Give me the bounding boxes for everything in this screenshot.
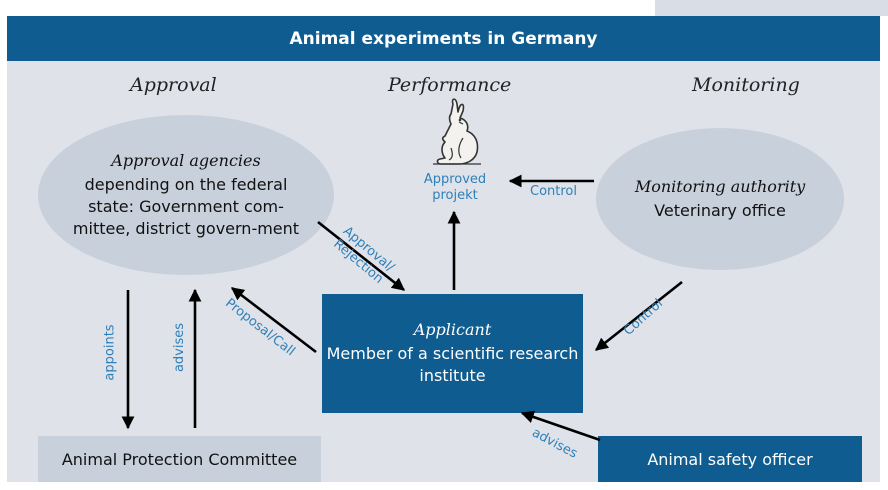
column-heading-approval: Approval (130, 74, 217, 96)
edge-label-appoints: appoints (102, 324, 118, 381)
approval-agencies-node: Approval agencies depending on the feder… (38, 115, 334, 275)
animal-protection-committee-node: Animal Protection Committee (38, 436, 321, 482)
edge-label-advises-left: advises (172, 322, 188, 373)
animal-protection-committee-label: Animal Protection Committee (61, 449, 298, 469)
applicant-body: Member of a scientific research institut… (326, 344, 579, 385)
applicant-title: Applicant (413, 320, 492, 339)
diagram-title: Animal experiments in Germany (7, 16, 880, 61)
monitoring-authority-node: Monitoring authority Veterinary office (596, 128, 844, 270)
monitoring-authority-body: Veterinary office (654, 200, 786, 220)
approved-project-label: Approved projekt (423, 172, 487, 203)
edge-label-control-top: Control (530, 184, 577, 199)
animal-safety-officer-label: Animal safety officer (647, 449, 813, 469)
column-heading-performance: Performance (388, 74, 512, 96)
arrow-officer-to-applicant (520, 410, 601, 442)
diagram-title-text: Animal experiments in Germany (289, 28, 598, 49)
animal-safety-officer-node: Animal safety officer (598, 436, 862, 482)
arrow-agencies-to-applicant (317, 220, 406, 292)
approval-agencies-body: depending on the federal state: Governme… (72, 174, 300, 238)
rabbit-icon (433, 98, 481, 165)
approval-agencies-title: Approval agencies (111, 150, 261, 170)
header-tab-accent (655, 0, 888, 16)
applicant-node: Applicant Member of a scientific researc… (322, 294, 583, 413)
arrow-applicant-to-agencies (230, 286, 317, 354)
column-heading-monitoring: Monitoring (692, 74, 800, 96)
monitoring-authority-title: Monitoring authority (634, 176, 806, 196)
arrow-monitoring-to-applicant (594, 280, 683, 352)
